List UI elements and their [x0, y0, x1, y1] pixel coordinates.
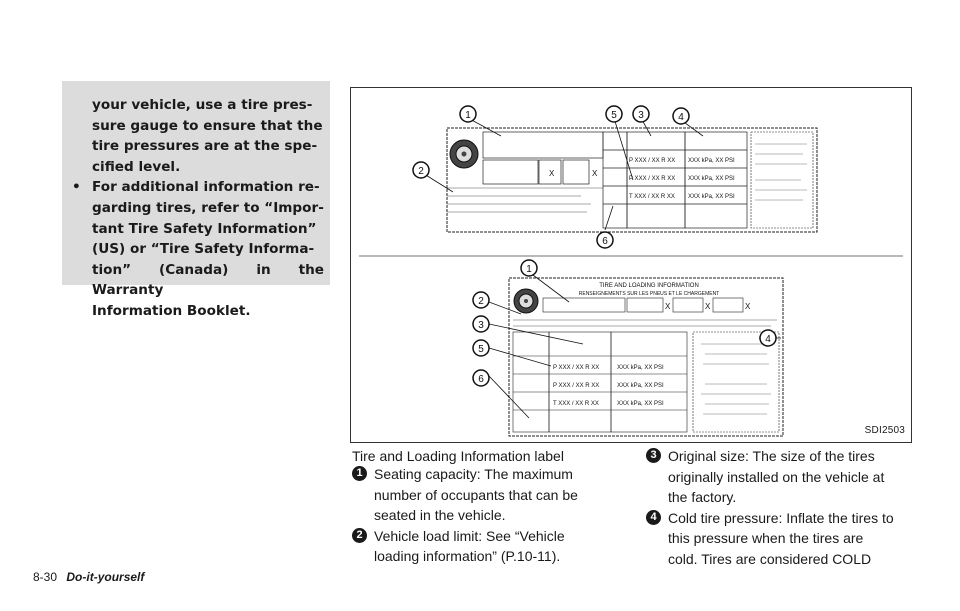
items-right: 3 Original size: The size of the tires o… [646, 446, 914, 569]
tire-size-value: T XXX / XX R XX [553, 401, 599, 407]
tire-pressure-value: XXX kPa, XX PSI [688, 176, 735, 182]
item-text: cold. Tires are considered COLD [668, 550, 872, 567]
callout-line: tion” (Canada) in the Warranty [92, 261, 324, 299]
svg-text:6: 6 [602, 236, 608, 247]
x-mark: X [745, 302, 751, 311]
label-title: TIRE AND LOADING INFORMATION [599, 283, 699, 289]
item-text: number of occupants that can be [374, 486, 578, 503]
top-label: X X P XXX / XX R XX P XXX / XX R XX T XX… [412, 105, 818, 249]
svg-text:4: 4 [765, 334, 771, 345]
item-text: the factory. [668, 489, 737, 505]
tire-pressure-value: XXX kPa, XX PSI [617, 383, 664, 389]
item-text: this pressure when the tires are [668, 530, 864, 546]
number-badge: 1 [352, 466, 367, 481]
tire-icon [513, 288, 539, 314]
number-badge: 3 [646, 448, 661, 463]
callout-circle-1: 1 [459, 105, 477, 123]
figure-id: SDI2503 [864, 425, 905, 436]
item-text: originally installed on the vehicle at [668, 468, 885, 485]
callout-circle-3: 3 [472, 315, 490, 333]
callout-box [62, 81, 330, 285]
list-item: 1 Seating capacity: The maximum number o… [352, 464, 614, 526]
callout-line: tant Tire Safety Information” [92, 220, 317, 237]
svg-text:1: 1 [465, 110, 471, 121]
callout-circle-5: 5 [605, 105, 623, 123]
svg-text:5: 5 [478, 344, 484, 355]
callout-circle-2: 2 [412, 161, 430, 179]
svg-text:3: 3 [478, 320, 484, 331]
callout-line: sure gauge to ensure that the [92, 117, 323, 134]
callout-bullet: • For additional information re- garding… [72, 177, 324, 321]
tire-label-figure: X X P XXX / XX R XX P XXX / XX R XX T XX… [350, 87, 912, 443]
callout-circle-6: 6 [596, 231, 614, 249]
callout-circle-4: 4 [759, 329, 777, 347]
number-badge: 2 [352, 527, 367, 543]
callout-text: your vehicle, use a tire pres- sure gaug… [72, 95, 324, 322]
callout-circle-3: 3 [632, 105, 650, 123]
page-footer: 8-30 Do-it-yourself [33, 570, 144, 584]
svg-text:1: 1 [526, 264, 532, 275]
svg-text:6: 6 [478, 374, 484, 385]
item-text: Seating capacity: The maximum [374, 466, 573, 482]
x-mark: X [705, 302, 711, 311]
tire-size-value: P XXX / XX R XX [629, 176, 675, 182]
item-text: seated in the vehicle. [374, 507, 506, 523]
callout-line: tire pressures are at the spe- [92, 138, 318, 155]
item-text: Vehicle load limit: See “Vehicle [374, 527, 565, 544]
x-mark: X [592, 169, 598, 178]
svg-text:5: 5 [611, 110, 617, 121]
tire-size-value: P XXX / XX R XX [629, 158, 675, 164]
bottom-label: TIRE AND LOADING INFORMATION RENSEIGNEME… [472, 259, 784, 437]
list-item: 4 Cold tire pressure: Inflate the tires … [646, 508, 914, 570]
svg-text:4: 4 [678, 112, 684, 123]
tire-pressure-value: XXX kPa, XX PSI [617, 401, 664, 407]
callout-line: cified level. [92, 158, 181, 175]
label-title-fr: RENSEIGNEMENTS SUR LES PNEUS ET LE CHARG… [579, 291, 720, 297]
tire-pressure-value: XXX kPa, XX PSI [617, 365, 664, 371]
tire-icon [449, 139, 479, 169]
tire-pressure-value: XXX kPa, XX PSI [688, 194, 735, 200]
tire-size-value: P XXX / XX R XX [553, 365, 599, 371]
callout-line: For additional information re- [92, 179, 320, 196]
list-item: 2 Vehicle load limit: See “Vehicle loadi… [352, 526, 614, 567]
svg-text:2: 2 [478, 296, 484, 307]
callout-circle-6: 6 [472, 369, 490, 387]
tire-label-illustration: X X P XXX / XX R XX P XXX / XX R XX T XX… [359, 105, 903, 437]
callout-circle-1: 1 [520, 259, 538, 277]
item-text: Original size: The size of the tires [668, 448, 875, 464]
x-mark: X [549, 169, 555, 178]
list-item: 3 Original size: The size of the tires o… [646, 446, 914, 508]
tire-size-value: T XXX / XX R XX [629, 194, 675, 200]
bullet-icon: • [72, 179, 81, 196]
callout-line: garding tires, refer to “Impor- [92, 199, 324, 216]
number-badge: 4 [646, 509, 661, 525]
callout-circle-5: 5 [472, 339, 490, 357]
svg-text:2: 2 [418, 166, 424, 177]
page-number: 8-30 [33, 570, 58, 584]
x-mark: X [665, 302, 671, 311]
item-text: Cold tire pressure: Inflate the tires to [668, 509, 894, 526]
callout-line: Information Booklet. [92, 302, 251, 319]
callout-circle-4: 4 [672, 107, 690, 125]
section-title: Do-it-yourself [66, 570, 145, 584]
items-left: 1 Seating capacity: The maximum number o… [352, 464, 614, 567]
svg-text:3: 3 [638, 110, 644, 121]
tire-pressure-value: XXX kPa, XX PSI [688, 158, 735, 164]
tire-size-value: P XXX / XX R XX [553, 383, 599, 389]
item-text: loading information” (P.10-11). [374, 548, 561, 564]
callout-circle-2: 2 [472, 291, 490, 309]
callout-line: (US) or “Tire Safety Informa- [92, 241, 315, 258]
callout-line: your vehicle, use a tire pres- [92, 97, 313, 113]
figure-caption: Tire and Loading Information label [352, 448, 564, 464]
